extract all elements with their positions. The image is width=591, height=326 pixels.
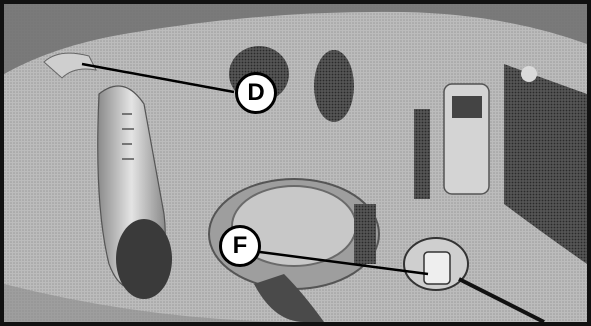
- callout-f-label: F: [219, 225, 261, 267]
- leader-line-f: [259, 250, 429, 276]
- fuse-block-top: [452, 96, 482, 118]
- bottom-shadow: [4, 284, 304, 322]
- bracket-mid: [414, 109, 430, 199]
- reservoir-markings: [122, 113, 134, 160]
- dipstick-handle: [43, 52, 97, 79]
- leader-line-d: [81, 62, 235, 94]
- reservoir-base: [116, 219, 172, 299]
- engine-port: [314, 50, 354, 122]
- drain-hose: [458, 277, 545, 322]
- right-cap: [521, 66, 537, 82]
- drain-plug-cap: [423, 251, 451, 285]
- filter-shadow: [254, 274, 324, 322]
- right-shadow: [504, 64, 587, 264]
- hood-edge: [4, 4, 587, 74]
- bracket-left: [354, 204, 376, 264]
- engine-photo: [4, 4, 587, 322]
- callout-d-label: D: [235, 72, 277, 114]
